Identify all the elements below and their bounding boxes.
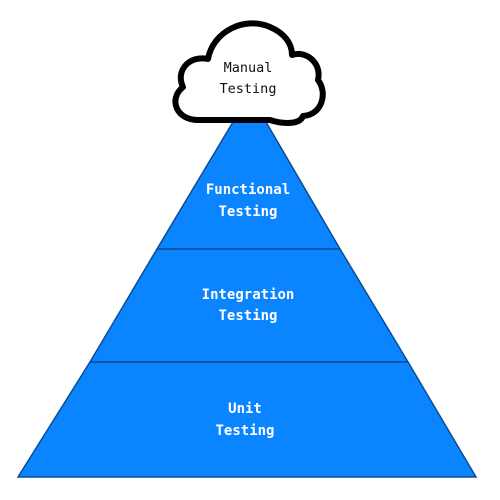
tier-labels: Functional Testing Integration Testing U… bbox=[202, 182, 295, 439]
tier-unit-label-line1: Unit bbox=[228, 401, 262, 417]
tier-integration bbox=[88, 248, 410, 363]
cloud-shape bbox=[172, 20, 326, 126]
pyramid bbox=[16, 121, 478, 478]
tier-functional-label-line1: Functional bbox=[206, 182, 290, 198]
tier-integration-label-line2: Testing bbox=[218, 308, 277, 324]
cloud-label-line2: Testing bbox=[220, 81, 277, 97]
cloud-label-line1: Manual bbox=[224, 60, 273, 76]
tier-unit-label-line2: Testing bbox=[215, 423, 274, 439]
tier-functional-label-line2: Testing bbox=[218, 204, 277, 220]
tier-integration-label-line1: Integration bbox=[202, 287, 295, 303]
manual-testing-cloud: Manual Testing bbox=[172, 20, 326, 126]
tier-unit bbox=[16, 361, 478, 478]
